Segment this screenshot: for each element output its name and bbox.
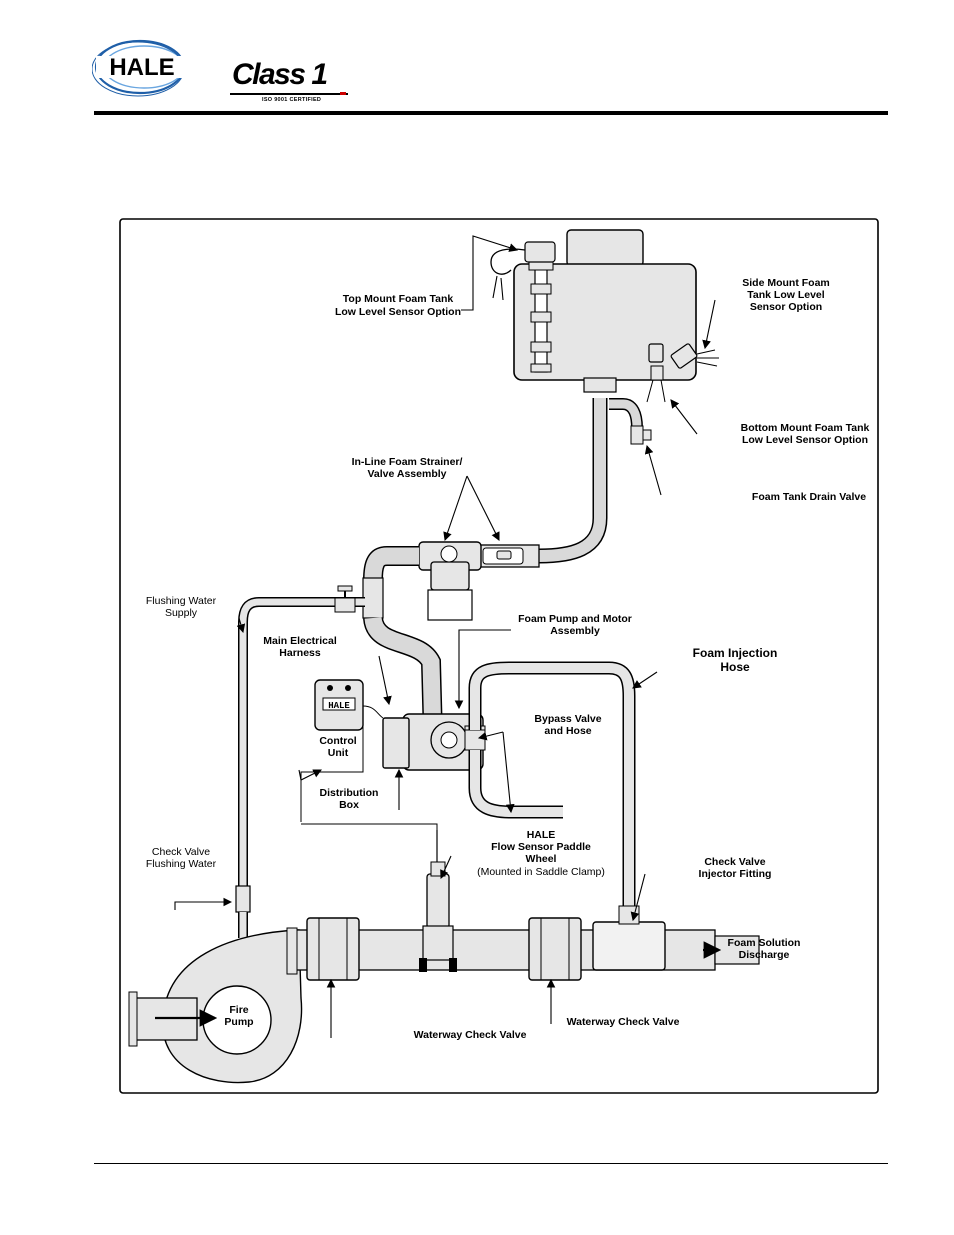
svg-text:Waterway Check Valve: Waterway Check Valve [414, 1029, 527, 1041]
svg-text:Discharge: Discharge [739, 949, 790, 961]
label-bottom-mount-sensor: Bottom Mount Foam Tank Low Level Sensor … [741, 422, 870, 446]
waterway-check-valve-1 [306, 917, 360, 981]
svg-text:Check Valve: Check Valve [152, 846, 210, 858]
svg-text:Foam Injection: Foam Injection [693, 646, 778, 660]
hale-logo-text: HALE [109, 54, 174, 81]
svg-text:and Hose: and Hose [544, 725, 591, 737]
svg-text:Bottom Mount Foam Tank: Bottom Mount Foam Tank [741, 422, 870, 434]
class1-logo: Class 1 ISO 9001 CERTIFIED [230, 60, 355, 106]
svg-text:Pump: Pump [224, 1016, 253, 1028]
bottom-mount-sensor [646, 343, 666, 403]
svg-text:Bypass Valve: Bypass Valve [534, 713, 601, 725]
distribution-box [382, 717, 410, 769]
svg-text:Flushing Water: Flushing Water [146, 595, 217, 607]
svg-text:Foam Solution: Foam Solution [728, 937, 801, 949]
label-flow-sensor: HALE Flow Sensor Paddle Wheel (Mounted i… [477, 829, 605, 878]
svg-text:Wheel: Wheel [526, 853, 557, 865]
svg-text:Top Mount Foam Tank: Top Mount Foam Tank [343, 293, 454, 305]
svg-text:Control: Control [319, 735, 356, 747]
svg-text:Supply: Supply [165, 607, 198, 619]
side-mount-sensor [670, 343, 719, 369]
waterway-check-valve-2 [528, 917, 582, 981]
svg-text:Sensor Option: Sensor Option [750, 301, 822, 313]
label-injection-hose: Foam Injection Hose [693, 646, 778, 674]
foam-system-diagram: HALE [119, 218, 879, 1094]
svg-text:Low Level Sensor Option: Low Level Sensor Option [335, 306, 461, 318]
flow-sensor [426, 830, 450, 929]
svg-text:Foam Tank Drain Valve: Foam Tank Drain Valve [752, 491, 866, 503]
svg-text:Hose: Hose [720, 660, 750, 674]
svg-text:Waterway Check Valve: Waterway Check Valve [567, 1016, 680, 1028]
svg-text:Harness: Harness [279, 647, 321, 659]
label-side-mount-sensor: Side Mount Foam Tank Low Level Sensor Op… [742, 277, 830, 313]
label-fire-pump: Fire Pump [224, 1004, 253, 1028]
svg-text:Low Level Sensor Option: Low Level Sensor Option [742, 434, 868, 446]
header-rule [94, 111, 888, 115]
label-bypass-valve: Bypass Valve and Hose [534, 713, 601, 737]
hale-logo: HALE [91, 36, 192, 98]
label-check-valve-injector: Check Valve Injector Fitting [699, 856, 772, 880]
svg-text:In-Line Foam Strainer/: In-Line Foam Strainer/ [352, 456, 463, 468]
label-check-valve-flush: Check Valve Flushing Water [146, 846, 217, 870]
foam-tank-drain-valve [609, 398, 652, 445]
footer-rule [94, 1163, 888, 1164]
class1-logo-text: Class 1 [232, 58, 328, 91]
svg-text:Fire: Fire [229, 1004, 248, 1016]
svg-text:Flow Sensor Paddle: Flow Sensor Paddle [491, 841, 591, 853]
svg-text:Valve Assembly: Valve Assembly [368, 468, 447, 480]
svg-text:Check Valve: Check Valve [704, 856, 765, 868]
control-display-text: HALE [328, 701, 350, 711]
svg-text:HALE: HALE [527, 829, 556, 841]
check-valve-flushing [235, 885, 251, 913]
svg-text:Foam Pump and Motor: Foam Pump and Motor [518, 613, 632, 625]
svg-text:Distribution: Distribution [320, 787, 379, 799]
control-unit: HALE [314, 679, 364, 731]
class1-cert-text: ISO 9001 CERTIFIED [262, 97, 322, 103]
saddle-clamp [419, 925, 457, 972]
label-pump-motor: Foam Pump and Motor Assembly [518, 613, 632, 637]
diagram-frame [119, 218, 879, 1094]
label-main-harness: Main Electrical Harness [263, 635, 337, 659]
svg-text:Flushing Water: Flushing Water [146, 858, 217, 870]
svg-text:Assembly: Assembly [550, 625, 600, 637]
strainer-valve-assembly [418, 541, 540, 621]
label-top-mount-sensor: Top Mount Foam Tank Low Level Sensor Opt… [335, 293, 461, 318]
svg-text:Unit: Unit [328, 747, 349, 759]
fire-pump [128, 929, 303, 1084]
svg-text:Injector Fitting: Injector Fitting [699, 868, 772, 880]
label-flushing-supply: Flushing Water Supply [146, 595, 217, 619]
svg-text:Box: Box [339, 799, 359, 811]
label-control-unit: Control Unit [319, 735, 356, 759]
svg-text:Side Mount Foam: Side Mount Foam [742, 277, 830, 289]
injector-fitting [592, 905, 666, 971]
label-strainer: In-Line Foam Strainer/ Valve Assembly [352, 456, 463, 480]
label-foam-solution: Foam Solution Discharge [728, 937, 801, 961]
flush-valve [334, 585, 356, 613]
label-drain-valve: Foam Tank Drain Valve [752, 491, 866, 503]
label-distribution-box: Distribution Box [320, 787, 379, 811]
label-waterway-check-1: Waterway Check Valve [414, 1029, 527, 1041]
svg-text:Tank Low Level: Tank Low Level [747, 289, 824, 301]
svg-text:Main Electrical: Main Electrical [263, 635, 337, 647]
label-waterway-check-2: Waterway Check Valve [567, 1016, 680, 1028]
foam-injection-hose [468, 661, 636, 906]
svg-text:(Mounted in Saddle Clamp): (Mounted in Saddle Clamp) [477, 866, 605, 878]
